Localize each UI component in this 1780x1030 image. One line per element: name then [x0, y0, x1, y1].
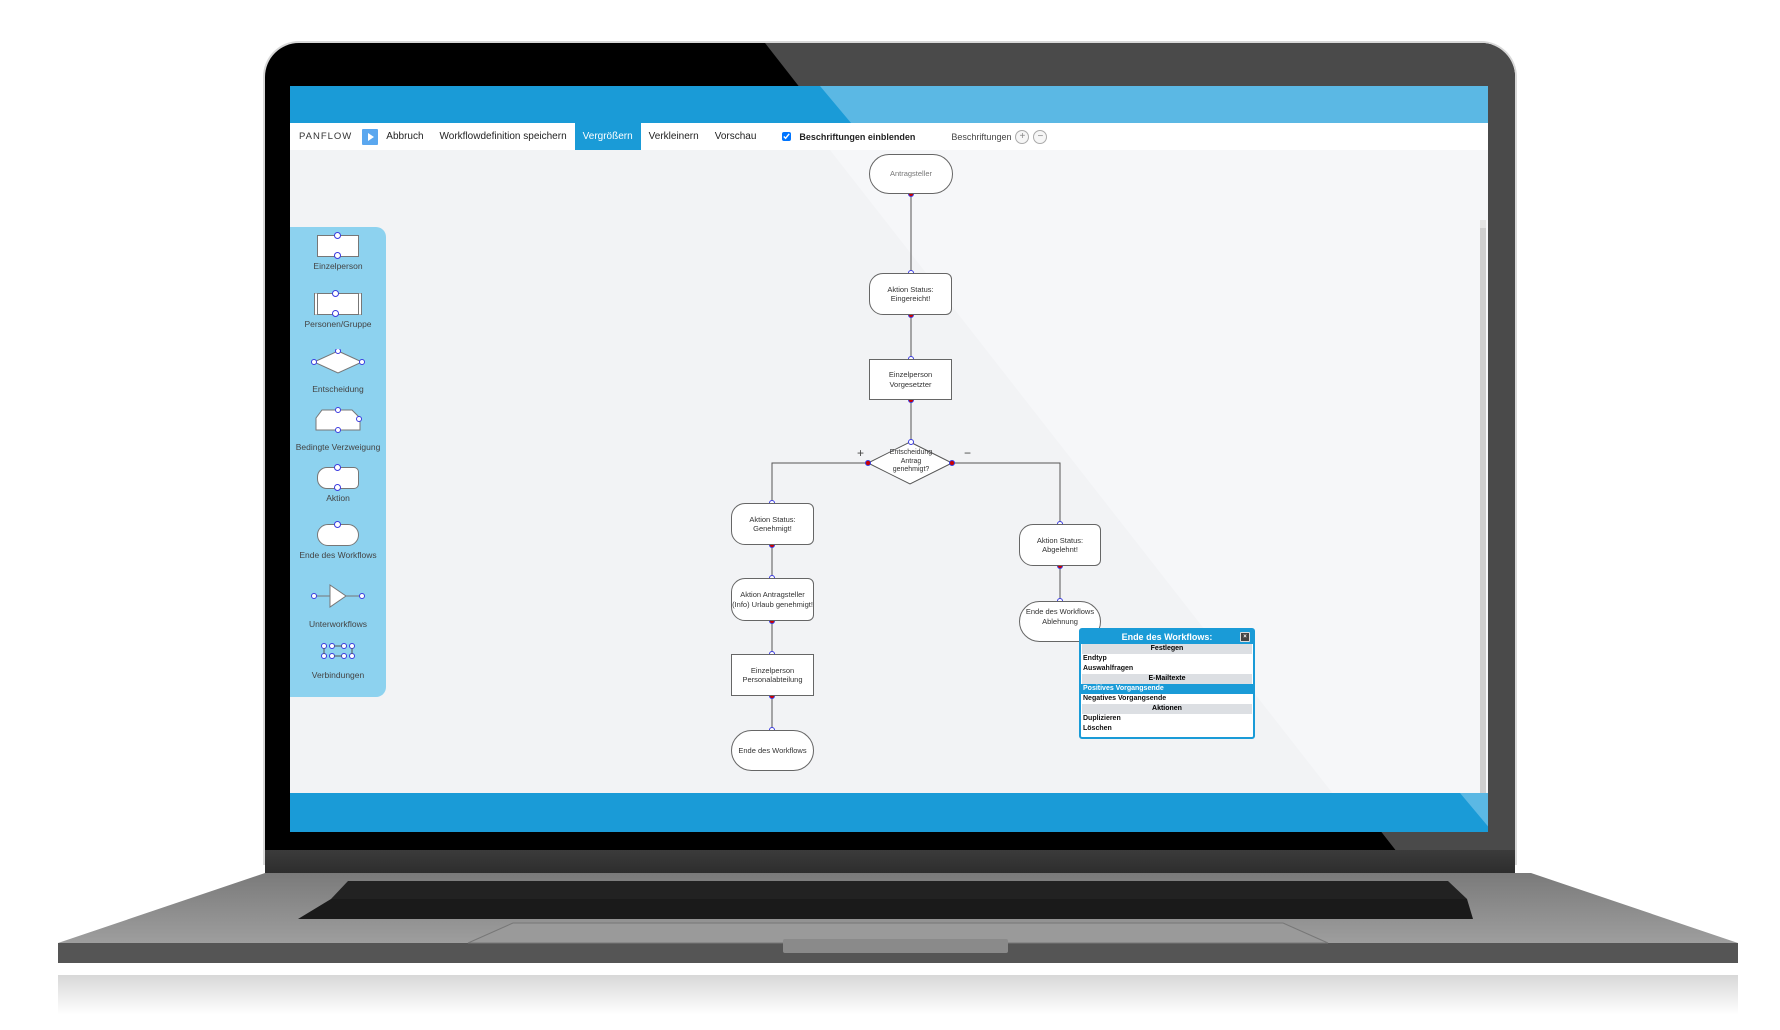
palette-item-label: Aktion [326, 493, 350, 503]
save-workflow-button[interactable]: Workflowdefinition speichern [439, 131, 567, 142]
shape-palette: Einzelperson Personen/Gruppe Entscheidun… [290, 227, 386, 697]
toolbar: PANFLOW Abbruch Workflowdefinition speic… [290, 123, 1488, 150]
node-aktion-antragsteller-info[interactable]: Aktion Antragsteller (Info) Urlaub geneh… [731, 578, 814, 621]
node-ende-des-workflows[interactable]: Ende des Workflows [731, 730, 814, 771]
palette-item-bedingte-verzweigung[interactable]: Bedingte Verzweigung [290, 407, 386, 452]
show-labels-label: Beschriftungen einblenden [799, 131, 916, 142]
palette-item-unterworkflows[interactable]: Unterworkflows [290, 582, 386, 629]
context-menu-title: Ende des Workflows: × [1081, 630, 1253, 644]
menu-item-loeschen[interactable]: Löschen [1083, 725, 1112, 732]
workflow-canvas[interactable]: Einzelperson Personen/Gruppe Entscheidun… [290, 150, 1488, 832]
palette-item-label: Ende des Workflows [299, 550, 377, 560]
palette-item-label: Personen/Gruppe [304, 319, 372, 329]
app-footer-bar [290, 793, 1488, 832]
palette-item-label: Entscheidung [312, 384, 364, 394]
node-einzelperson-personalabteilung[interactable]: Einzelperson Personalabteilung [731, 654, 814, 696]
palette-item-aktion[interactable]: Aktion [290, 464, 386, 503]
node-aktion-genehmigt[interactable]: Aktion Status: Genehmigt! [731, 503, 814, 545]
brand-logo: PANFLOW [299, 131, 353, 142]
action-shape-icon [317, 464, 359, 491]
context-menu-title-text: Ende des Workflows: [1121, 632, 1213, 642]
laptop-base [58, 873, 1738, 963]
context-menu: Ende des Workflows: × Festlegen Endtyp A… [1079, 628, 1255, 739]
node-einzelperson-vorgesetzter[interactable]: Einzelperson Vorgesetzter [869, 359, 952, 400]
group-shape-icon [314, 290, 362, 317]
decision-diamond [866, 441, 954, 485]
subworkflow-shape-icon [311, 584, 365, 608]
zoom-in-button[interactable]: Vergrößern [574, 123, 641, 150]
menu-section-e-mailtexte: E-Mailtexte [1082, 674, 1252, 684]
palette-item-entscheidung[interactable]: Entscheidung [290, 348, 386, 394]
show-labels-toggle[interactable]: Beschriftungen einblenden [782, 132, 915, 142]
laptop-hinge [265, 850, 1515, 875]
menu-section-aktionen: Aktionen [1082, 704, 1252, 714]
palette-item-label: Einzelperson [313, 261, 363, 271]
play-icon[interactable] [362, 128, 379, 145]
palette-item-label: Verbindungen [311, 670, 365, 680]
node-entscheidung-label[interactable]: Entscheidung Antrag genehmigt? [889, 448, 933, 474]
minus-icon[interactable]: − [1033, 129, 1048, 144]
menu-item-auswahlfragen[interactable]: Auswahlfragen [1083, 665, 1134, 672]
palette-item-einzelperson[interactable]: Einzelperson [290, 232, 386, 271]
node-antragsteller[interactable]: Antragsteller [869, 154, 953, 194]
connections-shape-icon [321, 643, 355, 659]
labels-size-label: Beschriftungen [951, 131, 1012, 142]
plus-icon[interactable]: + [1015, 129, 1030, 144]
node-aktion-eingereicht[interactable]: Aktion Status: Eingereicht! [869, 273, 952, 315]
scrollbar-thumb[interactable] [1480, 228, 1486, 832]
cancel-button[interactable]: Abbruch [386, 131, 424, 142]
menu-item-duplizieren[interactable]: Duplizieren [1083, 715, 1121, 722]
app-header-bar [290, 86, 1488, 123]
rectangle-shape-icon [317, 232, 359, 259]
close-icon[interactable]: × [1240, 632, 1250, 642]
menu-section-festlegen: Festlegen [1082, 644, 1252, 654]
yes-branch-label: + [857, 446, 864, 460]
preview-button[interactable]: Vorschau [714, 131, 757, 142]
menu-item-endtyp[interactable]: Endtyp [1083, 655, 1107, 662]
node-aktion-abgelehnt[interactable]: Aktion Status: Abgelehnt! [1019, 524, 1101, 566]
connectors-layer: + − [769, 191, 1063, 733]
palette-item-ende-des-workflows[interactable]: Ende des Workflows [290, 521, 386, 560]
conditional-branch-shape-icon [315, 407, 362, 433]
palette-item-verbindungen[interactable]: Verbindungen [290, 641, 386, 680]
laptop-reflection [58, 975, 1738, 1015]
zoom-out-button[interactable]: Verkleinern [648, 131, 699, 142]
menu-item-negatives-vorgangsende[interactable]: Negatives Vorgangsende [1083, 695, 1167, 702]
terminator-shape-icon [317, 521, 359, 546]
menu-item-positives-vorgangsende[interactable]: Positives Vorgangsende [1081, 684, 1253, 694]
palette-item-label: Unterworkflows [308, 619, 368, 629]
show-labels-checkbox[interactable] [782, 132, 792, 141]
app-screen: PANFLOW Abbruch Workflowdefinition speic… [290, 86, 1488, 832]
palette-item-personen-gruppe[interactable]: Personen/Gruppe [290, 290, 386, 329]
vertical-scrollbar[interactable] [1480, 220, 1486, 832]
palette-item-label: Bedingte Verzweigung [295, 442, 381, 452]
diamond-shape-icon [311, 348, 365, 374]
no-branch-label: − [964, 446, 971, 460]
